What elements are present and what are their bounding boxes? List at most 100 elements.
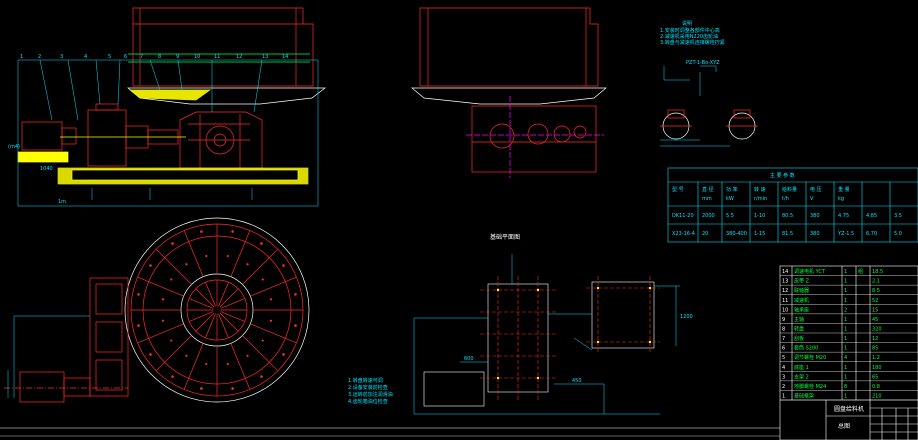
spec-table (667, 167, 918, 243)
parts-cell: 1 (844, 288, 847, 294)
spoke (250, 276, 297, 297)
elevation-label-2: 1m (58, 199, 66, 205)
tech-note-4: 4.齿轮箱油位检查 (348, 398, 388, 405)
inner-spoke (218, 282, 229, 307)
parts-cell: 1 (844, 298, 847, 304)
parts-cell: 85 (872, 346, 878, 352)
bolt-hole (226, 254, 229, 258)
spec-header: 功 率 (726, 186, 738, 193)
bolt-hole (246, 263, 249, 266)
spoke (183, 230, 204, 277)
spec-header: 转 速 (754, 186, 766, 193)
bolt-hole (161, 298, 165, 301)
plan-motor (19, 371, 65, 403)
tech-note-2: 2.设备安装前检查 (348, 384, 388, 391)
model-label: PZT-1-Bo-XYZ (686, 60, 720, 66)
detail-sketches (660, 65, 758, 147)
parts-cell: 2 (782, 384, 785, 390)
bolt-hole (269, 319, 273, 322)
parts-cell: 调速电机 YCT (794, 268, 826, 275)
part-callout: 12 (236, 54, 242, 60)
spoke (250, 323, 297, 344)
parts-cell: 14 (782, 269, 788, 275)
parts-cell: 转盘 (794, 326, 804, 333)
parts-cell: 5 (782, 355, 785, 361)
tech-note-1: 1.转盘转速可调 (348, 377, 383, 384)
parts-cell: 1 (844, 336, 847, 342)
spec-cell: 380 (810, 231, 820, 237)
bolt-hole (260, 242, 263, 245)
part-callout: 5 (108, 54, 111, 60)
bolt-hole (171, 375, 174, 378)
spoke (155, 335, 192, 372)
bolt-hole (261, 278, 264, 281)
parts-cell: 0.8 (872, 384, 880, 390)
spoke (155, 248, 192, 285)
parts-cell: 1.2 (872, 355, 880, 361)
inner-spoke (205, 313, 216, 338)
spoke (183, 343, 204, 390)
parts-cell: 基础框架 (794, 393, 814, 400)
spec-cell: 6.70 (866, 231, 877, 237)
notes-line-2: 2.减速机采用N220齿轮油 (660, 33, 718, 40)
parts-cell: 1 (844, 374, 847, 380)
spec-cell: 81.5 (782, 231, 793, 237)
spec-cell: 80.5 (782, 213, 793, 219)
parts-cell: 刮板 (794, 335, 804, 342)
parts-cell: 8 (844, 384, 847, 390)
spec-unit: kW (726, 196, 734, 202)
bolt-hole (200, 387, 203, 390)
motor (21, 121, 63, 151)
bolt-hole (185, 263, 188, 266)
spec-cell: 4.75 (838, 213, 849, 219)
inner-spoke (219, 288, 239, 308)
spec-unit: t/h (782, 196, 789, 202)
bolt-hole (260, 375, 263, 378)
parts-cell: 12 (872, 336, 878, 342)
parts-cell: 套筒 S200 (794, 345, 818, 352)
parts-cell: 1 (844, 269, 847, 275)
bolt-hole (149, 353, 152, 356)
spec-cell: 380-400 (726, 231, 747, 237)
inner-spoke (220, 298, 245, 309)
spec-cell: 5.0 (894, 231, 902, 237)
part-callout: 6 (124, 54, 127, 60)
spec-header: 重 量 (838, 186, 850, 193)
parts-cell: 1 (782, 394, 785, 400)
parts-cell: 4 (782, 365, 785, 371)
bolt-hole (231, 230, 234, 233)
plan-view (4, 217, 310, 403)
inner-spoke (205, 282, 216, 307)
spoke (230, 230, 251, 277)
parts-cell: 1 (844, 346, 847, 352)
bolt-hole (226, 362, 229, 366)
bolt-hole (294, 324, 297, 327)
parts-cell: 320 (872, 327, 882, 333)
inner-spoke (220, 311, 245, 322)
part-callout: 11 (214, 54, 220, 60)
parts-cell: 10 (782, 307, 788, 313)
spoke (137, 276, 184, 297)
parts-cell: 底座 1 (794, 364, 809, 371)
parts-cell: 1 (844, 327, 847, 333)
parts-cell: 主轴 (794, 316, 804, 323)
part-callout: 3 (60, 54, 63, 60)
spec-header: 电 压 (810, 186, 822, 193)
parts-cell: 地脚螺栓 M24 (794, 383, 826, 390)
inner-spoke (219, 312, 239, 332)
foundation-dim-1: 600 (464, 356, 474, 362)
elevation-label-3: 1040 (40, 166, 53, 172)
bolt-hole (185, 354, 188, 357)
parts-cell: 1 (844, 279, 847, 285)
spec-cell: DK11-20 (672, 213, 694, 219)
notes-heading: 说明 (682, 20, 692, 27)
parts-cell: 180 (872, 365, 882, 371)
parts-cell: 210 (872, 394, 882, 400)
parts-cell: 减速机 (794, 297, 809, 304)
foundation-dim-2: 450 (572, 378, 582, 384)
parts-cell: 调节螺栓 M20 (794, 354, 826, 361)
parts-cell: 轴承座 (794, 306, 809, 313)
bolt-hole (200, 230, 203, 233)
